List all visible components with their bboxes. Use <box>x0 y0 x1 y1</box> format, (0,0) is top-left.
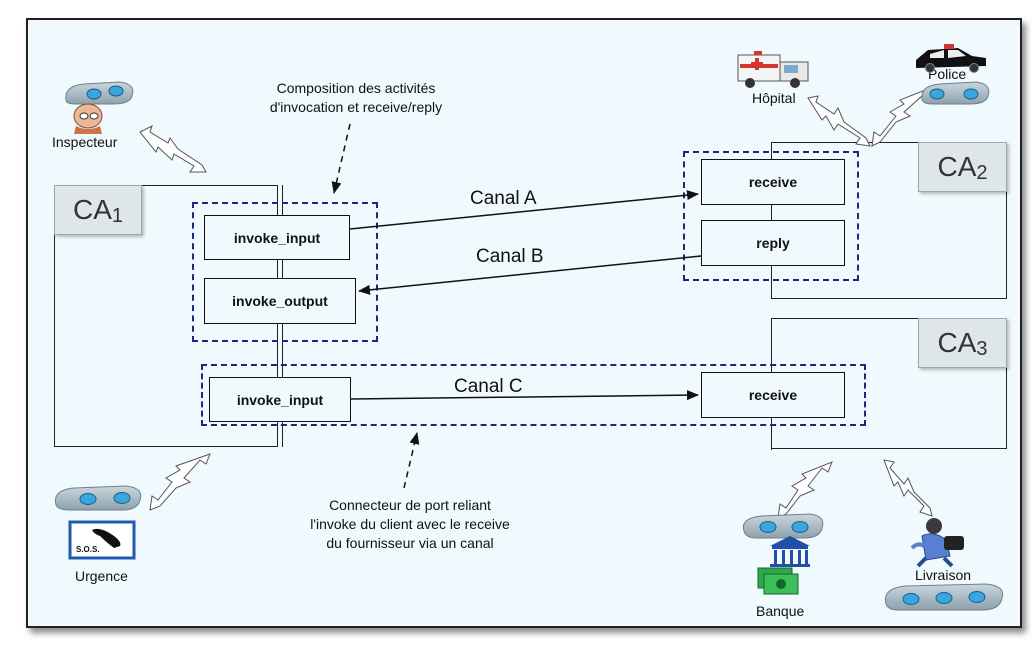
banque-device-icon <box>742 513 824 539</box>
inspecteur-device-icon <box>65 81 134 105</box>
port-connector-group <box>201 364 866 426</box>
hopital-link-arrow <box>807 95 871 147</box>
ca3-prefix: CA <box>937 327 977 358</box>
ca3-sub: 3 <box>976 337 988 360</box>
hopital-label: Hôpital <box>752 90 796 106</box>
inspecteur-figure-icon <box>73 103 103 134</box>
reply-ca2: reply <box>701 220 845 266</box>
sos-text: S.O.S. <box>76 545 100 554</box>
canal-a-arrow <box>349 190 699 230</box>
invoke-output: invoke_output <box>204 278 356 324</box>
livraison-device-icon <box>884 583 1004 611</box>
police-label: Police <box>928 66 967 82</box>
composition-annotation: Composition des activités d'invocation e… <box>236 79 476 117</box>
ca1-sub: 1 <box>111 204 124 227</box>
livraison-label: Livraison <box>915 567 972 583</box>
composition-line-2: d'invocation et receive/reply <box>269 99 443 115</box>
connector-line-2: l'invoke du client avec le receive <box>310 516 510 532</box>
ambulance-icon <box>737 51 809 88</box>
ca2-sub: 2 <box>976 161 988 184</box>
canal-c-label: Canal C <box>454 376 523 397</box>
police-device-icon <box>921 81 990 105</box>
composition-group <box>192 202 378 342</box>
ca2-prefix: CA <box>937 151 977 182</box>
canal-b-arrow <box>358 255 702 295</box>
canal-b-label: Canal B <box>476 246 544 267</box>
ca2-receive-reply-group <box>683 151 859 281</box>
connector-line-1: Connecteur de port reliant <box>329 497 491 513</box>
urgence-device-icon <box>54 485 142 511</box>
delivery-person-icon <box>910 518 964 568</box>
connector-line-3: du fournisseur via un canal <box>326 535 494 551</box>
banque-link-arrow <box>777 461 833 519</box>
bank-icon <box>757 536 810 595</box>
inspecteur-link-arrow <box>139 125 207 173</box>
ca1-prefix: CA <box>72 194 112 225</box>
livraison-link-arrow <box>883 459 933 517</box>
canal-a-label: Canal A <box>470 188 537 209</box>
sos-phone-icon: S.O.S. <box>68 520 136 560</box>
connector-annotation: Connecteur de port reliant l'invoke du c… <box>280 496 540 553</box>
urgence-link-arrow <box>149 453 211 511</box>
connector-pointer <box>403 432 420 489</box>
police-car-icon <box>916 44 986 73</box>
banque-label: Banque <box>756 603 805 619</box>
police-link-arrow <box>871 87 931 147</box>
inspecteur-label: Inspecteur <box>52 134 118 150</box>
composition-pointer <box>331 123 351 194</box>
receive-ca2: receive <box>701 159 845 205</box>
invoke-input-top: invoke_input <box>204 215 350 260</box>
urgence-label: Urgence <box>75 568 128 584</box>
composition-line-1: Composition des activités <box>276 80 436 96</box>
canal-c-arrow <box>350 390 699 401</box>
invoke-input-bottom: invoke_input <box>209 377 351 422</box>
receive-ca3: receive <box>701 372 845 418</box>
